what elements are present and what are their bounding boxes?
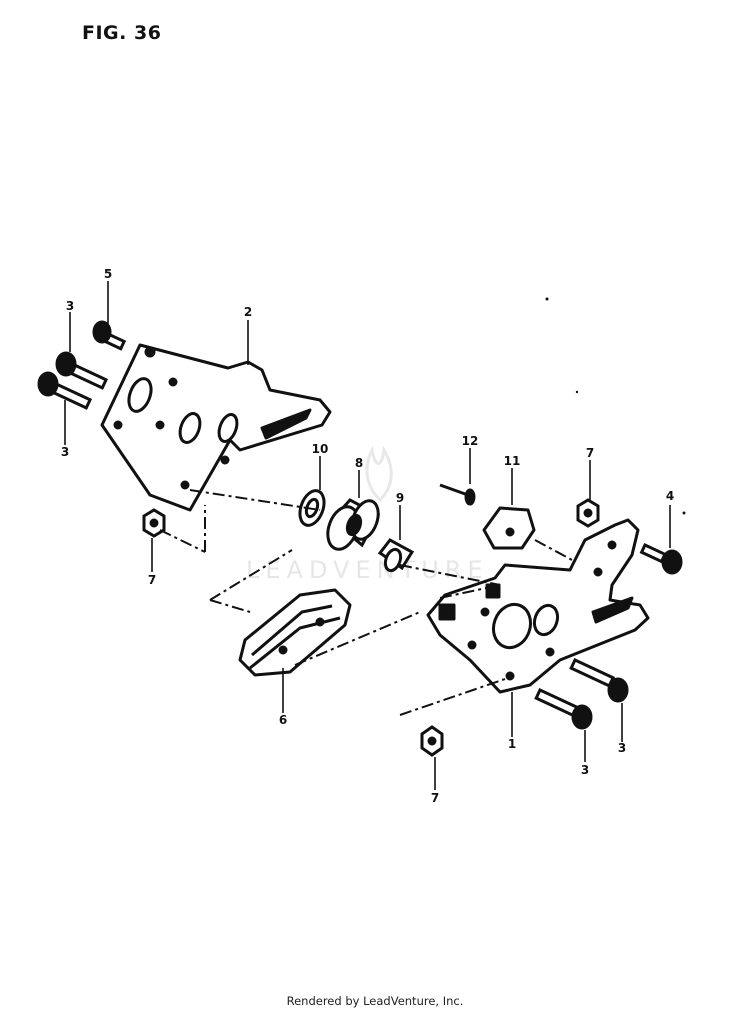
callout-3d: 3 <box>581 763 589 777</box>
roller-part-8 <box>326 498 381 551</box>
nut-part-7-top <box>576 498 600 528</box>
watermark-text: LEADVENTURE <box>246 556 489 584</box>
callout-labels: 1 2 3 3 3 3 4 5 6 7 7 7 8 9 10 11 12 <box>61 267 674 805</box>
speck <box>575 390 579 394</box>
footer-credit: Rendered by LeadVenture, Inc. <box>286 994 464 1008</box>
callout-5: 5 <box>104 267 112 281</box>
nut-part-7-bottom <box>420 725 444 757</box>
nut-part-7-left <box>142 508 166 538</box>
bolt-part-5 <box>92 320 127 351</box>
callout-7c: 7 <box>431 791 439 805</box>
leader-lines <box>64 281 671 790</box>
assembly-lines <box>159 489 573 716</box>
callout-3b: 3 <box>61 445 69 459</box>
callout-2: 2 <box>244 305 252 319</box>
callout-3a: 3 <box>66 299 74 313</box>
callout-10: 10 <box>312 442 329 456</box>
callout-3c: 3 <box>618 741 626 755</box>
bolt-part-3-upper <box>55 351 109 390</box>
bracket-part-2 <box>100 343 332 512</box>
bolt-part-3-right-lower <box>534 688 593 730</box>
chain-slider-part-6 <box>238 588 352 677</box>
bolt-part-4 <box>639 543 683 575</box>
bolt-part-3-lower <box>37 371 93 410</box>
callout-4: 4 <box>666 489 674 503</box>
callout-9: 9 <box>396 491 404 505</box>
collar-part-9 <box>377 538 415 573</box>
speck <box>545 297 549 301</box>
rivet-part-12 <box>439 483 476 506</box>
bolt-part-3-right-upper <box>569 658 629 703</box>
callout-12: 12 <box>462 434 479 448</box>
callout-7b: 7 <box>586 446 594 460</box>
callout-11: 11 <box>504 454 521 468</box>
block-part-11 <box>482 506 536 550</box>
bracket-part-1 <box>426 518 650 694</box>
callout-7a: 7 <box>148 573 156 587</box>
figure-title: FIG. 36 <box>82 22 162 44</box>
speck <box>682 511 686 515</box>
watermark-logo <box>365 445 393 503</box>
callout-8: 8 <box>355 456 363 470</box>
callout-6: 6 <box>279 713 287 727</box>
callout-1: 1 <box>508 737 516 751</box>
